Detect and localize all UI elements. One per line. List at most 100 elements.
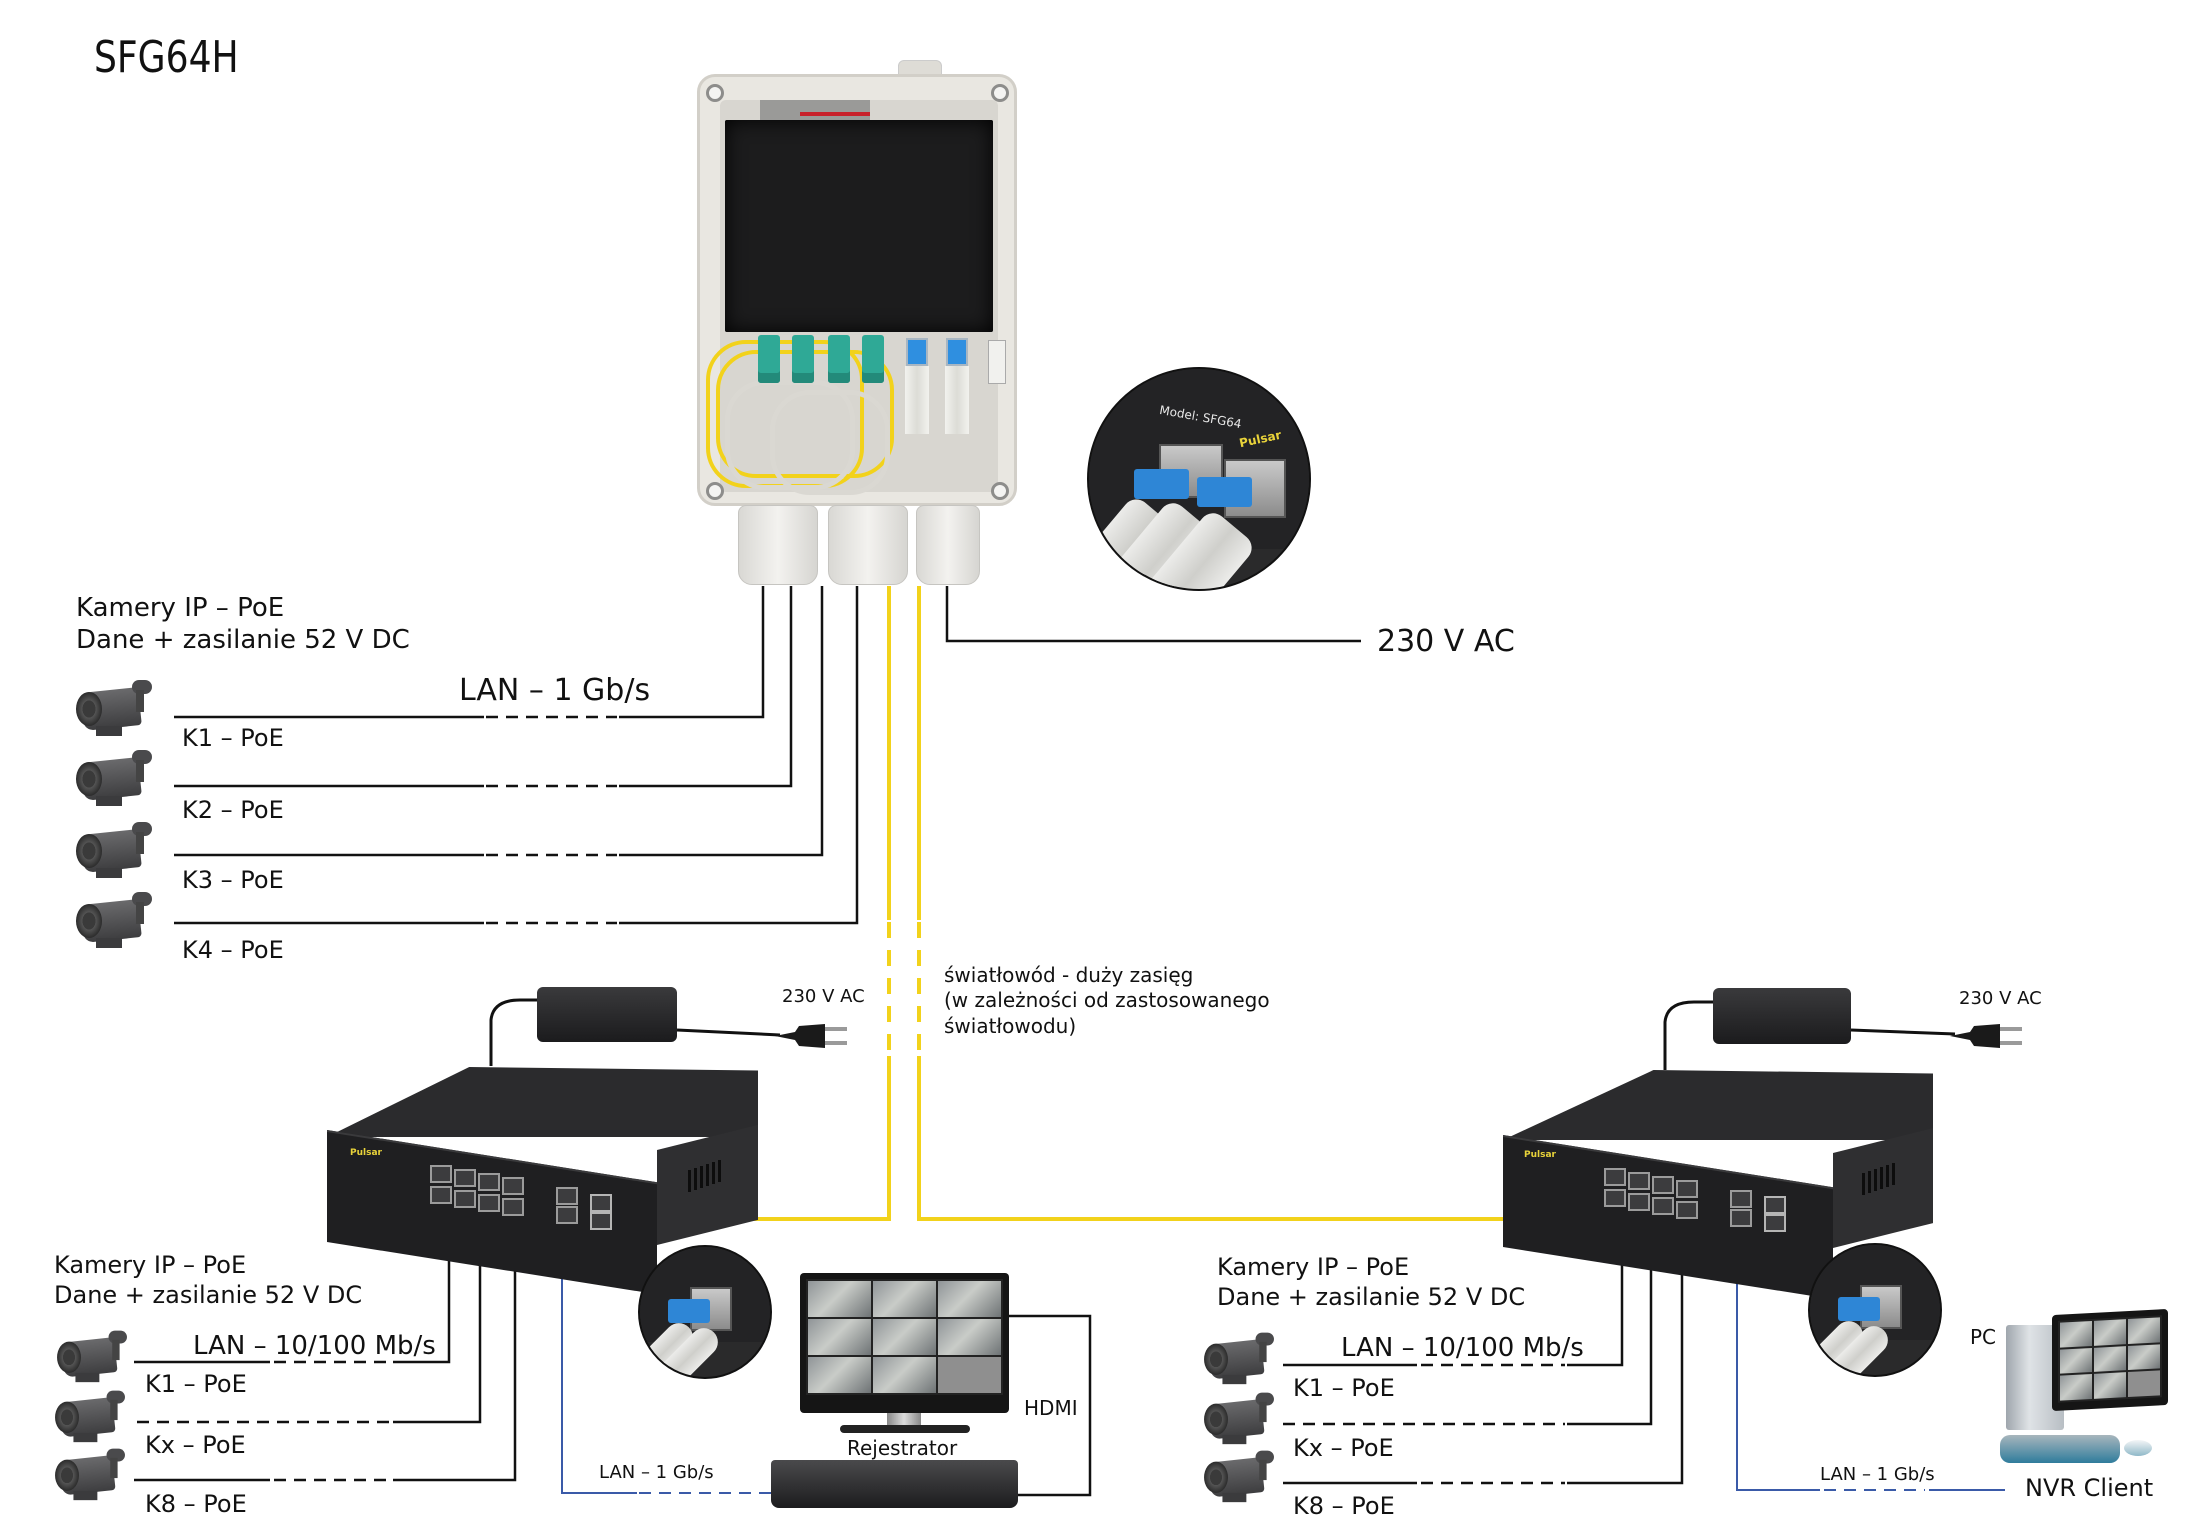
right-lan-speed-label: LAN – 10/100 Mb/s [1341,1333,1584,1363]
uplink-right-solid [1736,1240,1820,1491]
wire-left-kx-riser [393,1212,482,1424]
monitor-base [840,1425,970,1433]
fuse-label [988,340,1006,384]
power-plug-icon [775,1024,847,1048]
left-cameras-subheading: Dane + zasilanie 52 V DC [54,1281,363,1309]
cameras-subheading: Dane + zasilanie 52 V DC [76,625,410,655]
monitor-stand [887,1413,921,1427]
cable-gland [738,505,818,585]
fiber-boot [905,366,929,434]
wire-right-kx-riser [1567,1215,1653,1426]
ip-camera-icon [1202,1450,1276,1512]
internal-switch [725,120,993,332]
ip-camera-icon [55,1330,129,1392]
keyboard-icon [2000,1435,2120,1463]
power-plug-icon [1950,1024,2022,1048]
rj45-plug-icon [792,335,814,383]
right-cameras-subheading: Dane + zasilanie 52 V DC [1217,1283,1526,1311]
diagram-title: SFG64H [94,32,239,83]
ip-camera-icon [53,1448,127,1510]
lc-connector-icon [906,338,928,366]
psu-cable-right-ac [1850,1028,1956,1036]
ip-camera-icon [53,1390,127,1452]
lc-connector-icon [668,1299,710,1323]
screw-icon [706,482,724,500]
right-power-label: 230 V AC [1959,988,2042,1009]
wire-k2-riser [619,586,793,788]
fiber-note-line2: (w zależności od zastosowanego [944,988,1270,1012]
cable-gland [916,505,980,585]
fiber-right-solid-bottom [917,1056,1775,1221]
power-supply-icon [537,987,677,1042]
power-supply-icon [1713,988,1851,1044]
camera-label: Kx – PoE [1293,1434,1394,1462]
hdmi-label: HDMI [1024,1396,1078,1420]
psu-cable-left-ac [676,1028,781,1037]
camera-label: K1 – PoE [1293,1374,1395,1402]
fiber-boot [945,366,969,434]
power-label: 230 V AC [1377,624,1515,659]
rj45-plug-icon [758,335,780,383]
camera-label: K3 – PoE [182,866,284,894]
lan-speed-label: LAN – 1 Gb/s [459,673,651,708]
camera-label: K1 – PoE [145,1370,247,1398]
ip-camera-icon [1202,1332,1276,1394]
camera-label: K2 – PoE [182,796,284,824]
recorder-dvr-icon [771,1460,1018,1508]
camera-label: K8 – PoE [1293,1492,1395,1520]
right-uplink-label: LAN – 1 Gb/s [1820,1464,1935,1485]
ip-camera-icon [74,680,154,746]
red-power-wire [800,112,870,116]
ip-camera-icon [74,892,154,958]
wire-k1-riser [619,586,765,719]
camera-label: K8 – PoE [145,1490,247,1518]
left-lan-speed-label: LAN – 10/100 Mb/s [193,1331,436,1361]
white-patch-cables [770,390,890,495]
uplink-left-solid [561,1240,637,1494]
camera-label: K4 – PoE [182,936,284,964]
right-cameras-heading: Kamery IP – PoE [1217,1253,1410,1281]
wire-k3-riser [619,586,824,857]
psu-cable-left [489,998,537,1066]
sfp-port-detail [638,1245,772,1379]
monitor-icon [800,1273,1009,1413]
screw-icon [706,84,724,102]
cameras-heading: Kamery IP – PoE [76,593,285,623]
wire-k4-riser [619,586,859,925]
camera-label: Kx – PoE [145,1431,246,1459]
rj45-plug-icon [828,335,850,383]
screw-icon [991,482,1009,500]
ip-camera-icon [74,750,154,816]
pulsar-logo: Pulsar [350,1148,382,1158]
left-cameras-heading: Kamery IP – PoE [54,1251,247,1279]
pc-label: PC [1970,1325,1997,1349]
wire-left-k1-riser [393,1212,451,1364]
ip-camera-icon [1202,1392,1276,1454]
ip-camera-icon [74,822,154,888]
wire-right-k8-riser [1567,1215,1684,1485]
recorder-label: Rejestrator [847,1436,958,1460]
fiber-note-line1: światłowód - duży zasięg [944,963,1194,987]
cable-gland [828,505,908,585]
camera-label: K1 – PoE [182,724,284,752]
lc-connector-icon [1838,1297,1880,1321]
sfp-port-detail [1808,1243,1942,1377]
mouse-icon [2124,1440,2152,1456]
wire-power-top [945,586,1361,643]
wire-hdmi [1009,1314,1092,1497]
left-uplink-label: LAN – 1 Gb/s [599,1462,714,1483]
wire-left-k8-riser [393,1212,517,1482]
pulsar-logo: Pulsar [1524,1150,1556,1160]
sfp-port-detail: Model: SFG64 Pulsar [1087,367,1311,591]
lc-connector-icon [1197,477,1252,507]
lc-connector-icon [1134,469,1189,499]
left-power-label: 230 V AC [782,986,865,1007]
dc-power-connector [760,100,870,120]
rj45-plug-icon [862,335,884,383]
screw-icon [991,84,1009,102]
fiber-note-line3: światłowodu) [944,1014,1077,1038]
nvr-client-label: NVR Client [2025,1474,2154,1502]
pc-monitor-icon [2052,1308,2168,1412]
lc-connector-icon [946,338,968,366]
psu-cable-right [1663,1000,1713,1070]
